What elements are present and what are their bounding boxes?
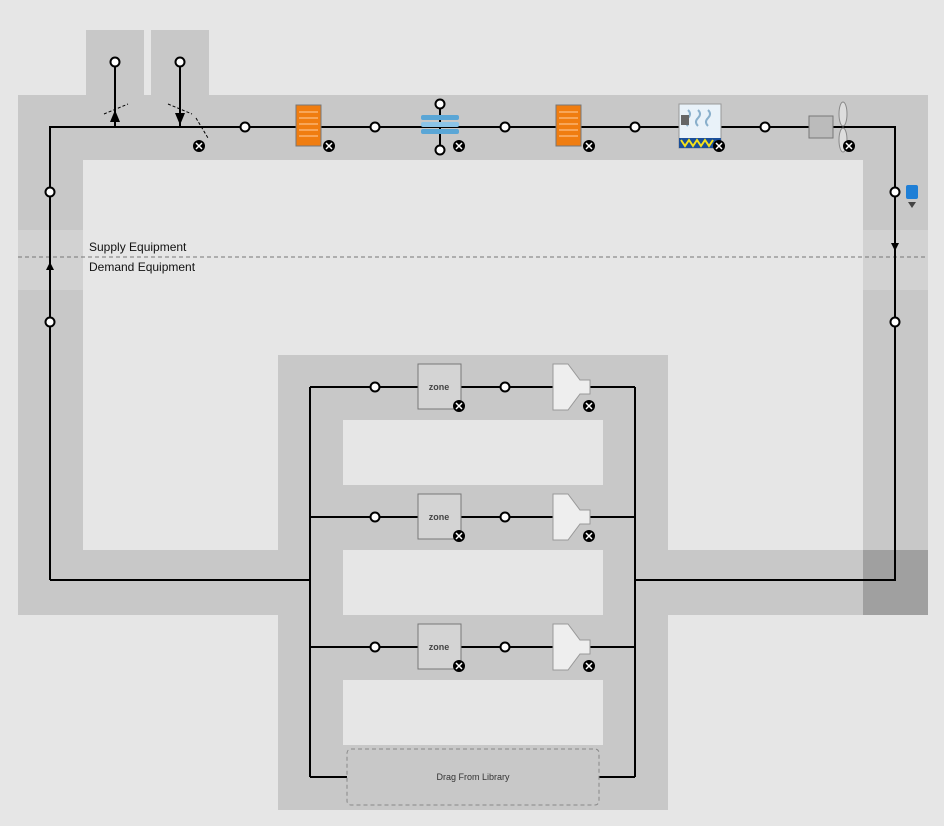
remove-icon[interactable]	[583, 530, 595, 542]
zone-label: zone	[429, 382, 450, 392]
flow-arrows	[46, 243, 899, 270]
thermal-zone-icon[interactable]: zone	[417, 623, 462, 670]
demand-branch-2: zone	[369, 493, 595, 542]
remove-icon[interactable]	[583, 140, 595, 152]
zone-label: zone	[429, 512, 450, 522]
cooling-coil-icon[interactable]	[421, 98, 459, 156]
drag-from-library-label: Drag From Library	[436, 772, 510, 782]
remove-icon[interactable]	[453, 660, 465, 672]
humidifier-icon[interactable]	[678, 103, 722, 149]
air-terminal-icon[interactable]	[552, 363, 591, 411]
zone-label: zone	[429, 642, 450, 652]
remove-icon[interactable]	[193, 140, 205, 152]
supply-equipment-label: Supply Equipment	[89, 240, 187, 254]
remove-icon[interactable]	[843, 140, 855, 152]
remove-icon[interactable]	[453, 530, 465, 542]
remove-icon[interactable]	[583, 660, 595, 672]
heating-coil-icon[interactable]	[295, 104, 322, 147]
setpoint-manager-icon[interactable]	[906, 185, 918, 208]
remove-icon[interactable]	[713, 140, 725, 152]
supply-nodes[interactable]	[44, 121, 901, 328]
remove-icon[interactable]	[583, 400, 595, 412]
air-terminal-icon[interactable]	[552, 493, 591, 541]
demand-equipment-label: Demand Equipment	[89, 260, 196, 274]
drag-from-library-drop-zone[interactable]: Drag From Library	[346, 748, 600, 806]
air-terminal-icon[interactable]	[552, 623, 591, 671]
thermal-zone-icon[interactable]: zone	[417, 493, 462, 540]
remove-icon-group[interactable]	[193, 140, 855, 152]
heating-coil-icon[interactable]	[555, 104, 582, 147]
remove-icon[interactable]	[323, 140, 335, 152]
remove-icon[interactable]	[453, 140, 465, 152]
demand-branch-1: zone	[369, 363, 595, 412]
demand-branch-3: zone	[369, 623, 595, 672]
thermal-zone-icon[interactable]: zone	[417, 363, 462, 410]
remove-icon[interactable]	[453, 400, 465, 412]
branch-drop-areas	[343, 420, 603, 745]
outdoor-air-damper-icon[interactable]	[103, 56, 209, 139]
